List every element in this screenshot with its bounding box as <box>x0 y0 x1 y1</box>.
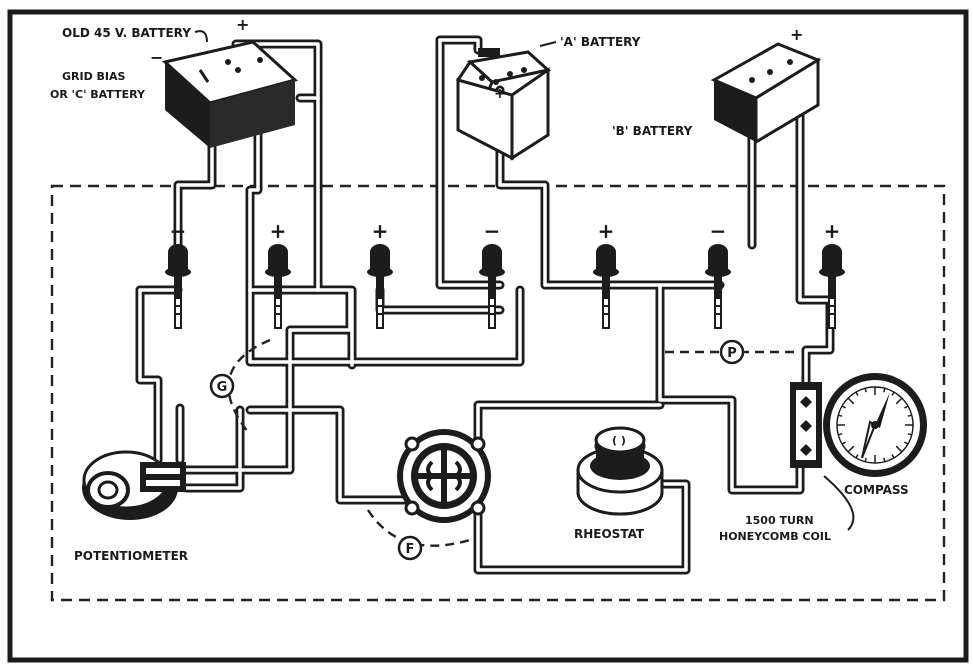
terminal-polarity-7: + <box>824 219 841 243</box>
terminal-polarity-2: + <box>270 219 287 243</box>
terminal-6: − <box>705 219 731 329</box>
compass-tick <box>841 441 846 445</box>
compass-tick <box>904 405 909 409</box>
compass-tick <box>847 445 855 453</box>
coil-leader <box>823 475 855 531</box>
terminal-7: + <box>819 219 845 329</box>
label-coil-1: 1500 TURN <box>745 514 814 527</box>
b-battery <box>710 42 822 145</box>
label-rheostat: RHEOSTAT <box>574 527 645 541</box>
wire-core-6 <box>138 288 160 462</box>
wire-core-17 <box>798 98 832 302</box>
honeycomb-coil <box>790 382 822 468</box>
compass-tick <box>847 397 855 405</box>
compass-tick <box>907 414 912 417</box>
callout-p: P <box>719 339 745 365</box>
tube-socket <box>397 429 491 523</box>
callout-g-label: G <box>217 380 228 395</box>
c-battery-plus: + <box>236 15 249 34</box>
terminal-polarity-1: − <box>170 219 187 243</box>
compass-tick <box>891 391 895 396</box>
terminal-1: − <box>165 219 191 329</box>
b-battery-minus: − <box>738 86 750 102</box>
c-battery <box>161 40 299 148</box>
terminal-polarity-3: + <box>372 219 389 243</box>
baseboard-outline <box>50 184 946 602</box>
callout-f-label: F <box>406 542 415 557</box>
compass <box>823 373 927 477</box>
wire-core-8 <box>248 288 522 364</box>
b-battery-plus: + <box>790 25 803 44</box>
compass-tick <box>838 433 843 436</box>
label-b-battery: 'B' BATTERY <box>612 124 693 138</box>
compass-tick <box>864 457 867 462</box>
wire-core-15 <box>658 283 802 492</box>
label-potentiometer: POTENTIOMETER <box>74 549 188 563</box>
svg-text:( ): ( ) <box>612 434 626 447</box>
compass-tick <box>855 454 859 459</box>
a-battery-plus: + <box>494 86 506 102</box>
terminal-polarity-4: − <box>484 219 501 243</box>
compass-tick <box>883 457 886 462</box>
c-battery-minus: − <box>150 48 163 67</box>
compass-tick <box>864 388 867 393</box>
wire-core-7 <box>184 288 352 472</box>
wire-core-11 <box>438 38 480 52</box>
terminal-strip: − + + − + − + <box>165 219 845 329</box>
callout-f: F <box>397 535 423 561</box>
wire-core-19 <box>248 408 414 502</box>
compass-tick <box>883 388 886 393</box>
callout-p-label: P <box>727 346 737 361</box>
compass-tick <box>841 405 846 409</box>
compass-tick <box>838 414 843 417</box>
terminal-2: + <box>265 219 291 329</box>
wire-core-20 <box>184 408 242 490</box>
old-battery-leader <box>194 30 208 43</box>
rheostat: ( ) <box>576 426 664 516</box>
wire-core-21 <box>476 403 662 446</box>
wire-core-22 <box>476 482 688 572</box>
terminal-polarity-6: − <box>710 219 727 243</box>
wire-core-12 <box>438 38 502 287</box>
label-grid-bias-1: GRID BIAS <box>62 70 126 83</box>
compass-tick <box>895 445 903 453</box>
callout-g: G <box>209 373 235 399</box>
compass-tick <box>895 397 903 405</box>
label-grid-bias-2: OR 'C' BATTERY <box>50 88 146 101</box>
wire-core-2 <box>248 86 260 292</box>
potentiometer <box>82 450 186 520</box>
a-battery-leader <box>539 41 557 47</box>
terminal-4: − <box>479 219 505 329</box>
label-compass: COMPASS <box>844 483 909 497</box>
compass-tick <box>907 433 912 436</box>
compass-tick <box>855 391 859 396</box>
label-coil-2: HONEYCOMB COIL <box>719 530 831 543</box>
terminal-3: + <box>367 219 393 329</box>
compass-tick <box>904 441 909 445</box>
compass-tick <box>891 454 895 459</box>
a-battery <box>455 48 552 161</box>
wire-core-1 <box>176 138 214 247</box>
callout-g-line <box>227 338 271 433</box>
terminal-polarity-5: + <box>598 219 615 243</box>
label-old-battery: OLD 45 V. BATTERY <box>62 26 191 40</box>
wire-core-3 <box>234 42 320 100</box>
label-a-battery: 'A' BATTERY <box>560 35 641 49</box>
terminal-5: + <box>593 219 619 329</box>
